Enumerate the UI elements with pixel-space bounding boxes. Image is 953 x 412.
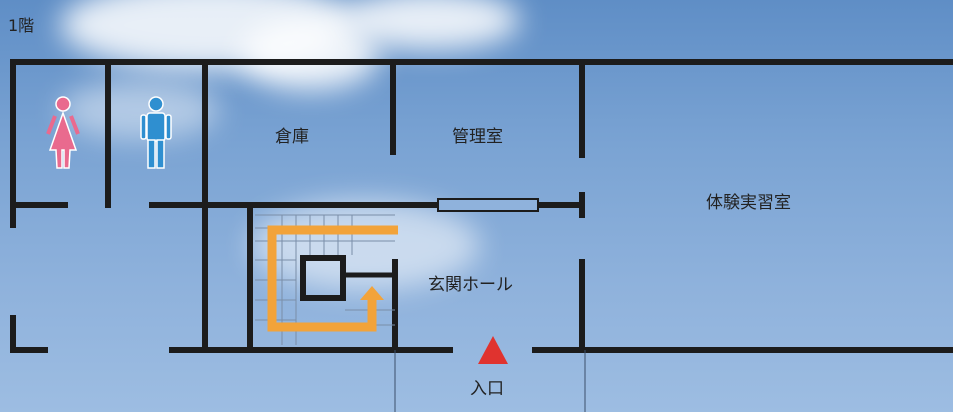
route-arrowhead: [360, 286, 384, 300]
cloud: [340, 0, 520, 50]
woman-restroom-icon: [46, 96, 80, 169]
entrance-marker: [478, 336, 508, 364]
window: [437, 198, 539, 212]
room-label-office: 管理室: [452, 127, 503, 147]
stair-core: [300, 255, 346, 301]
route-arrow: [267, 225, 398, 332]
cloud: [60, 80, 220, 140]
man-restroom-icon: [140, 96, 172, 169]
room-label-experience-room: 体験実習室: [706, 193, 791, 213]
room-label-storage: 倉庫: [275, 127, 309, 147]
floor-label: 1階: [8, 16, 35, 35]
entrance-label: 入口: [470, 379, 504, 399]
room-label-lobby: 玄関ホール: [428, 275, 513, 295]
